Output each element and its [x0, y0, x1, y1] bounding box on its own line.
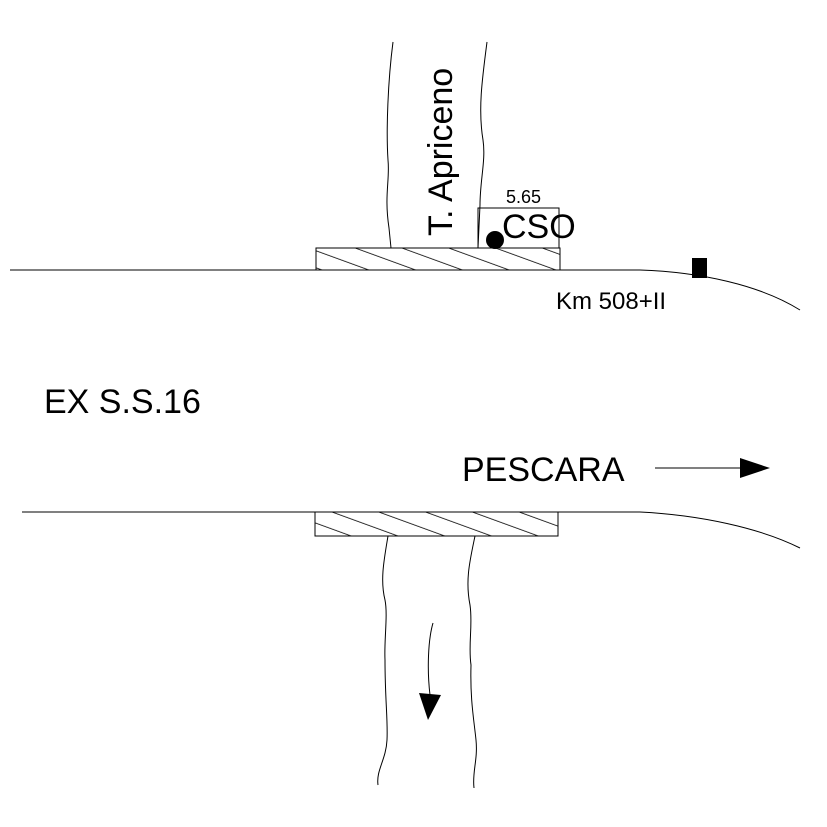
direction-label: PESCARA — [462, 451, 625, 489]
cso-marker — [486, 231, 504, 249]
station-label: CSO — [502, 208, 576, 246]
road-edge-north — [10, 269, 801, 311]
dimension-bracket — [477, 207, 560, 248]
bridge-deck-north — [315, 247, 561, 271]
kilometer-marker — [692, 258, 707, 278]
channel-bank-upstream-right — [477, 41, 488, 249]
channel-bank-downstream-right — [467, 535, 477, 789]
torrent-label: T. Apriceno — [422, 68, 460, 236]
bridge-deck-south — [314, 511, 559, 537]
road-name-label: EX S.S.16 — [44, 383, 201, 421]
flow-arrow-shaft — [427, 622, 434, 696]
channel-bank-downstream-left — [377, 535, 389, 786]
flow-arrow-head — [419, 693, 441, 720]
road-edge-south — [22, 511, 801, 549]
kilometer-label: Km 508+II — [556, 288, 666, 315]
direction-arrow-head — [740, 458, 770, 478]
channel-bank-upstream-left — [386, 41, 394, 249]
dimension-label: 5.65 — [506, 187, 541, 207]
